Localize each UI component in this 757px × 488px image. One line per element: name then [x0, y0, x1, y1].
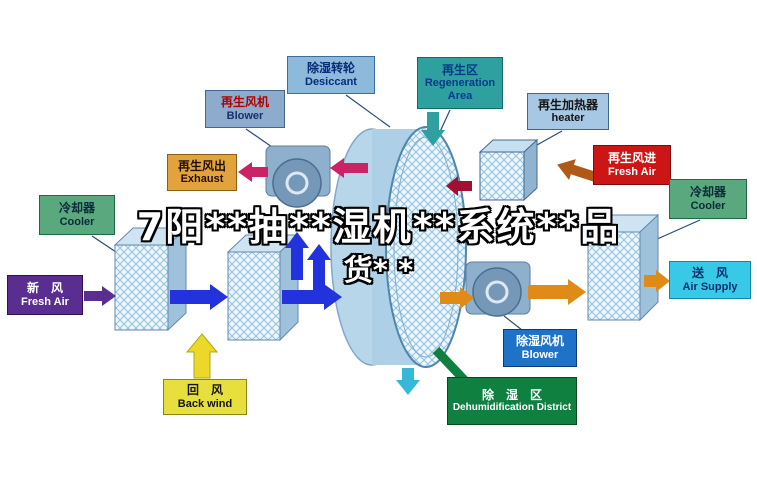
label-cooler-left: 冷却器 Cooler: [39, 195, 115, 235]
label-dehum-blower-zh: 除湿风机: [515, 334, 564, 349]
label-exhaust-en: Exhaust: [180, 173, 224, 186]
label-air-supply-en: Air Supply: [682, 280, 738, 293]
label-cooler-left-en: Cooler: [59, 215, 95, 228]
label-dehum-blower: 除湿风机 Blower: [503, 329, 577, 367]
filter-unit: [226, 233, 300, 342]
process-air-up-arrow-1: [285, 232, 309, 280]
regen-air-arrow-1: [330, 158, 368, 178]
label-regeneration-area: 再生区 Regeneration Area: [417, 57, 503, 109]
label-desiccant: 除湿转轮 Desiccant: [287, 56, 375, 94]
label-cooler-left-zh: 冷却器: [58, 201, 95, 216]
return-air-arrow: [185, 333, 219, 379]
label-regen-heater-zh: 再生加热器: [537, 97, 598, 112]
label-regen-fresh-en: Fresh Air: [608, 165, 656, 178]
label-back-wind: 回 风 Back wind: [163, 379, 247, 415]
label-exhaust: 再生风出 Exhaust: [167, 154, 237, 191]
regen-inlet-arrow: [446, 176, 472, 196]
label-exhaust-zh: 再生风出: [177, 158, 226, 173]
dry-air-arrow-2: [528, 279, 586, 305]
label-cooler-right-en: Cooler: [690, 199, 726, 212]
process-air-up-arrow-2: [307, 244, 331, 290]
label-regen-heater: 再生加热器 heater: [527, 93, 609, 130]
dry-air-arrow-3: [644, 270, 670, 292]
label-air-supply: 送 风 Air Supply: [669, 261, 751, 299]
label-regeneration-en: Regeneration Area: [424, 77, 496, 103]
label-dehum-district: 除 湿 区 Dehumidification District: [447, 377, 577, 425]
label-regen-fresh-zh: 再生风进: [607, 151, 656, 166]
label-cooler-right-zh: 冷却器: [689, 185, 726, 200]
label-regen-blower-en: Blower: [226, 109, 264, 122]
heater-unit: [478, 138, 539, 202]
label-back-wind-zh: 回 风: [186, 383, 223, 398]
label-air-supply-zh: 送 风: [691, 266, 728, 281]
process-air-arrow-1: [170, 284, 228, 310]
cooler-unit-right: [586, 213, 660, 322]
label-desiccant-zh: 除湿转轮: [306, 61, 355, 76]
process-air-arrow-2: [282, 284, 342, 310]
regen-air-arrow-2: [238, 162, 268, 182]
label-cooler-right: 冷却器 Cooler: [669, 179, 747, 219]
label-regen-heater-en: heater: [551, 112, 585, 125]
wheel-drain-arrow: [396, 368, 420, 395]
desiccant-wheel: [330, 126, 467, 368]
label-regen-fresh-air: 再生风进 Fresh Air: [593, 145, 671, 185]
connector-lines: [91, 94, 701, 331]
regen-zone-arrow: [421, 112, 445, 146]
label-regeneration-zh: 再生区: [441, 62, 478, 77]
label-dehum-blower-en: Blower: [521, 348, 559, 361]
label-back-wind-en: Back wind: [177, 397, 233, 410]
label-fresh-air-en: Fresh Air: [21, 295, 69, 308]
label-regen-blower: 再生风机 Blower: [205, 90, 285, 128]
regen-fresh-arrow: [557, 159, 605, 185]
label-desiccant-en: Desiccant: [305, 75, 357, 88]
label-fresh-air-zh: 新 风: [26, 281, 63, 296]
fresh-air-arrow: [84, 286, 116, 306]
dehum-blower-fan: [465, 261, 531, 317]
label-fresh-air: 新 风 Fresh Air: [7, 275, 83, 315]
label-dehum-district-zh: 除 湿 区: [481, 387, 542, 402]
label-regen-blower-zh: 再生风机: [220, 95, 269, 110]
airflow-arrows: [84, 112, 670, 395]
cooler-unit-left: [113, 226, 188, 332]
regen-blower-fan: [265, 145, 331, 208]
dry-air-arrow-1: [440, 287, 474, 309]
label-dehum-district-en: Dehumidification District: [452, 402, 572, 414]
